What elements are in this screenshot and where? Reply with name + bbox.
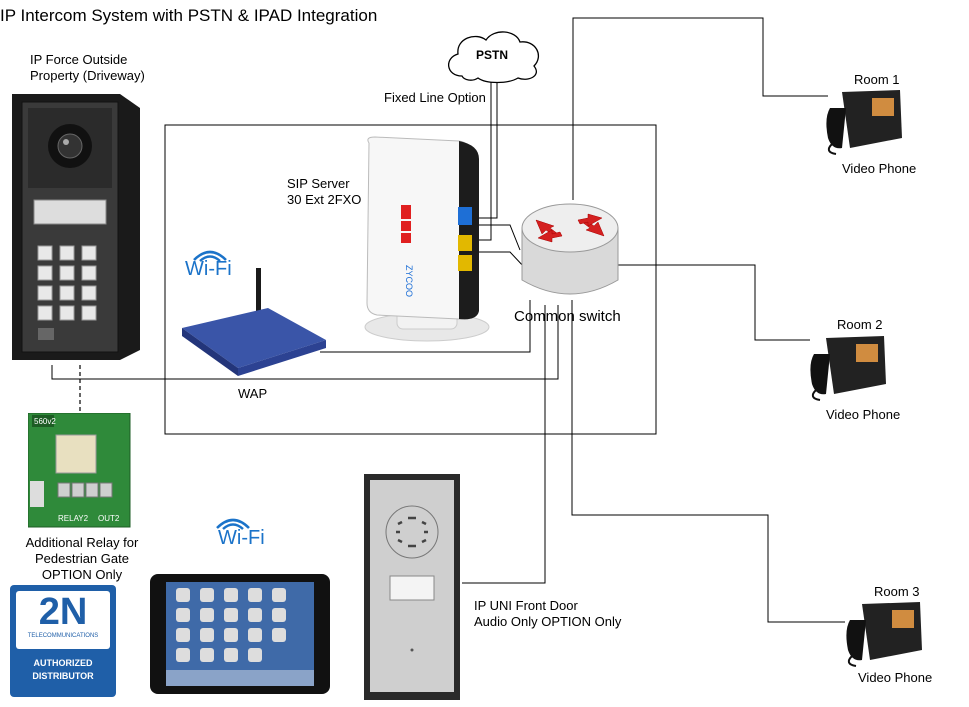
diagram-title: IP Intercom System with PSTN & IPAD Inte… [0, 6, 378, 25]
room2-label: Room 2 [837, 317, 883, 332]
outside-unit-link [51, 305, 559, 380]
wap-label: WAP [238, 386, 268, 401]
server-brand-text: ZYCOO [404, 265, 414, 297]
fxo-port-icon [458, 207, 472, 225]
relay-label: Additional Relay for Pedestrian Gate OPT… [25, 535, 139, 582]
wifi-icon [193, 250, 227, 262]
pstn-label: PSTN [476, 48, 509, 62]
svg-text:560v2: 560v2 [34, 417, 56, 426]
room3-link [571, 300, 845, 623]
handset-icon [826, 108, 846, 149]
antenna-icon [256, 268, 261, 328]
wap-router [182, 268, 326, 376]
front-door-label: IP UNI Front Door Audio Only OPTION Only [474, 598, 622, 629]
video-phone-room2 [810, 336, 886, 401]
wifi-label-wap: Wi-Fi [185, 258, 232, 280]
room1-label: Room 1 [854, 72, 900, 87]
ipad-tablet [150, 574, 330, 694]
handset-icon [846, 620, 866, 661]
handset-icon [810, 354, 830, 395]
wap-link [320, 300, 531, 353]
front-door-link [462, 305, 546, 584]
wifi-icon-ipad [216, 518, 250, 530]
phone-screen-icon [892, 610, 914, 628]
pstn-cloud-icon [448, 31, 539, 84]
video-phone-room1 [826, 90, 902, 155]
2n-authorized-distributor-logo: 2N TELECOMMUNICATIONS AUTHORIZED DISTRIB… [10, 585, 116, 697]
brand-logo-text: 2N [38, 591, 88, 633]
sip-server-device: ZYCOO [364, 136, 490, 342]
room1-link [572, 17, 828, 200]
room1-video-phone-label: Video Phone [842, 161, 917, 176]
room2-video-phone-label: Video Phone [826, 407, 901, 422]
svg-text:OUT2: OUT2 [98, 514, 120, 523]
ip-uni-front-door-unit [364, 474, 460, 700]
sip-server-label: SIP Server 30 Ext 2FXO [287, 176, 362, 207]
name-plate [33, 199, 107, 225]
ip-force-intercom [12, 94, 140, 360]
video-phone-room3 [846, 602, 922, 667]
phone-screen-icon [856, 344, 878, 362]
outside-unit-label: IP Force Outside Property (Driveway) [30, 52, 145, 83]
relay-board: 560v2 RELAY2 OUT2 [28, 413, 131, 528]
phone-screen-icon [872, 98, 894, 116]
fixed-line-label: Fixed Line Option [384, 90, 486, 105]
room2-link [618, 264, 810, 341]
common-switch-router-icon [521, 203, 619, 295]
name-plate [389, 575, 435, 601]
lan-boundary-box [164, 124, 657, 435]
svg-text:RELAY2: RELAY2 [58, 514, 89, 523]
speaker-grille-icon [385, 505, 439, 559]
room3-label: Room 3 [874, 584, 920, 599]
common-switch-label: Common switch [514, 308, 621, 325]
room3-video-phone-label: Video Phone [858, 670, 933, 685]
wifi-label-ipad: Wi-Fi [218, 527, 265, 549]
